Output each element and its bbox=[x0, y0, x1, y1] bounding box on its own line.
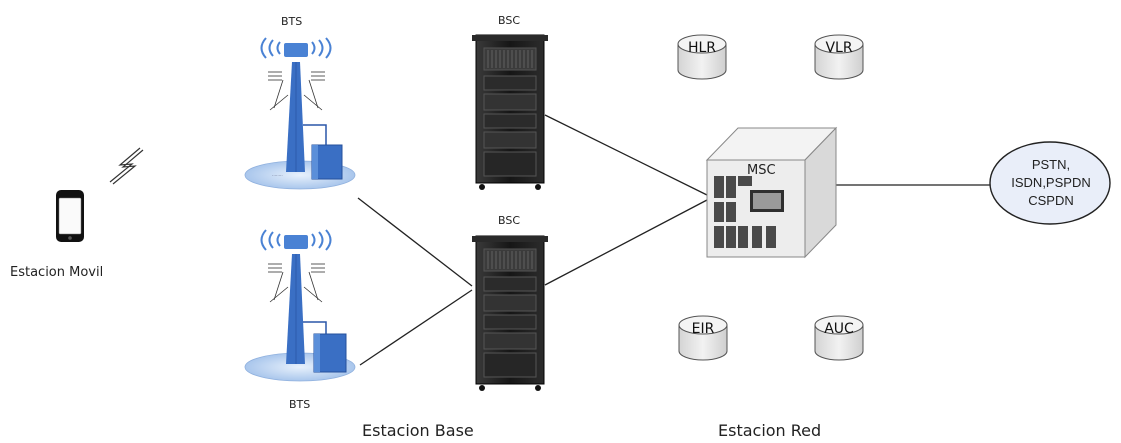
mobile-station-label: Estacion Movil bbox=[10, 265, 104, 280]
bsc-rack-bottom-icon bbox=[472, 235, 548, 391]
auc-label: AUC bbox=[824, 321, 854, 337]
network-station-label: Estacion Red bbox=[718, 421, 822, 440]
bts-tower-bottom-icon bbox=[244, 229, 356, 382]
mobile-phone-icon bbox=[56, 190, 84, 242]
external-network-line2: ISDN,PSPDN bbox=[1011, 175, 1091, 190]
vlr-database-icon: VLR bbox=[814, 34, 864, 80]
svg-text:········: ········ bbox=[272, 173, 283, 178]
radio-link-icon bbox=[109, 147, 144, 185]
link-bts1-bsc2 bbox=[357, 197, 473, 287]
bsc-rack-top-icon bbox=[472, 34, 548, 190]
external-network-line3: CSPDN bbox=[1028, 193, 1074, 208]
msc-switch-icon bbox=[705, 126, 838, 259]
eir-database-icon: EIR bbox=[678, 315, 728, 361]
bts-top-label: BTS bbox=[281, 15, 303, 28]
link-bts2-bsc2 bbox=[359, 289, 473, 366]
bsc-top-label: BSC bbox=[498, 14, 521, 27]
bts-tower-top-icon: ········ bbox=[244, 37, 356, 190]
hlr-database-icon: HLR bbox=[677, 34, 727, 80]
connection-lines bbox=[357, 114, 990, 366]
link-bsc2-msc bbox=[544, 199, 708, 286]
eir-label: EIR bbox=[692, 321, 715, 337]
external-network-bubble bbox=[989, 141, 1111, 225]
auc-database-icon: AUC bbox=[814, 315, 864, 361]
bts-bottom-label: BTS bbox=[289, 398, 311, 411]
bsc-bottom-label: BSC bbox=[498, 214, 521, 227]
msc-label: MSC bbox=[747, 163, 776, 178]
external-network-line1: PSTN, bbox=[1031, 157, 1071, 172]
external-network-label: PSTN, ISDN,PSPDN CSPDN bbox=[994, 156, 1108, 210]
link-bsc1-msc bbox=[544, 114, 708, 196]
hlr-label: HLR bbox=[688, 40, 716, 56]
base-station-label: Estacion Base bbox=[362, 421, 474, 440]
vlr-label: VLR bbox=[825, 40, 852, 56]
